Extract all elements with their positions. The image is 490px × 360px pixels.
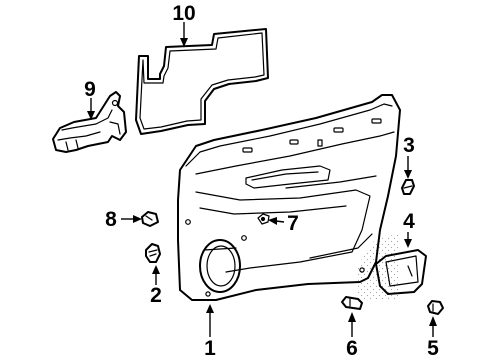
- callout-1: 1: [204, 337, 216, 360]
- part-7-retainer-clip: [257, 213, 270, 225]
- callout-4: 4: [403, 210, 415, 233]
- callout-labels: 10 9 8 7 2 3 4 1 6 5: [84, 2, 439, 360]
- callout-3: 3: [403, 134, 415, 157]
- callout-7: 7: [287, 212, 299, 235]
- callout-5: 5: [427, 337, 439, 360]
- part-6-bulb: [341, 296, 363, 310]
- part-10-water-deflector: [135, 28, 269, 135]
- part-3-bulb: [401, 179, 415, 195]
- callout-9: 9: [84, 78, 96, 101]
- part-5-bulb: [427, 300, 444, 315]
- part-1-door-trim-panel: [177, 94, 401, 301]
- callout-6: 6: [346, 337, 358, 360]
- callout-8: 8: [105, 208, 117, 231]
- part-9-handle-bracket: [52, 91, 127, 153]
- part-8-push-clip: [141, 211, 159, 227]
- part-2-retainer-screw: [145, 243, 161, 263]
- callout-2: 2: [150, 284, 162, 307]
- callout-10: 10: [172, 2, 195, 25]
- leader-lines: [87, 22, 437, 337]
